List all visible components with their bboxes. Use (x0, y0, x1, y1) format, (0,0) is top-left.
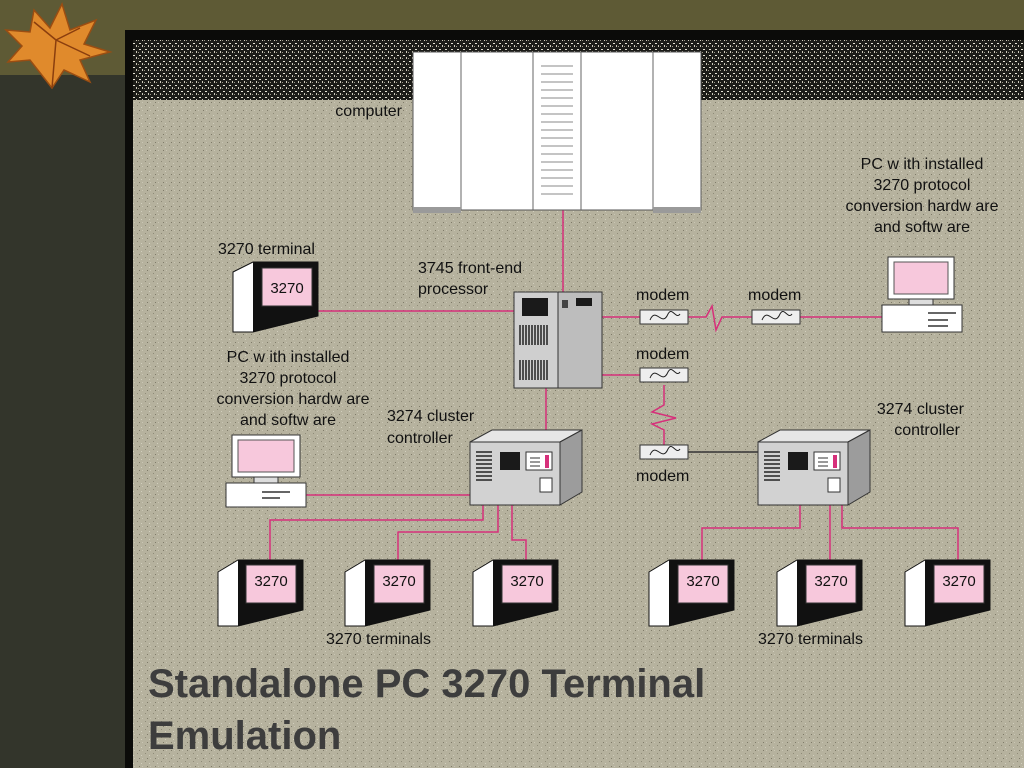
cluster-controller-left (469, 429, 583, 506)
modem-device-right (751, 309, 801, 325)
frontend-processor-label-line2: processor (418, 281, 489, 298)
mainframe-computer (412, 51, 702, 213)
pc-right-label-line3: conversion hardw are (845, 198, 999, 215)
modem-device-mid (639, 367, 689, 383)
terminal-bottom-3: 3270 (472, 559, 559, 627)
pc-left (225, 434, 307, 508)
pc-left-label-line3: conversion hardw are (216, 391, 370, 408)
pc-left-label-line4: and softw are (239, 412, 337, 429)
terminal-top: 3270 (232, 261, 319, 333)
cluster-left-label-line1: 3274 cluster (387, 408, 475, 425)
terminals-right-label: 3270 terminals (758, 631, 863, 648)
cluster-right-label-line1: 3274 cluster (876, 401, 964, 418)
slide-title: Standalone PC 3270 Terminal Emulation (148, 658, 705, 762)
pc-left-label-line1: PC w ith installed (226, 349, 350, 366)
pc-right-label-line4: and softw are (873, 219, 971, 236)
slide-title-line2: Emulation (148, 714, 342, 758)
modem-device-left (639, 309, 689, 325)
left-bar (0, 75, 125, 768)
frontend-processor-label-line1: 3745 front-end (418, 260, 523, 277)
slide-title-line1: Standalone PC 3270 Terminal (148, 662, 706, 706)
cluster-left-label-line2: controller (387, 430, 453, 447)
terminal-bottom-1: 3270 (217, 559, 304, 627)
terminal-bottom-1-screen-text: 3270 (254, 573, 287, 590)
terminal-bottom-2-screen-text: 3270 (382, 573, 415, 590)
terminal-bottom-6: 3270 (904, 559, 991, 627)
terminal-bottom-5-screen-text: 3270 (814, 573, 847, 590)
pc-right (881, 256, 963, 333)
terminals-left-label: 3270 terminals (326, 631, 431, 648)
pc-right-label-line2: 3270 protocol (873, 177, 971, 194)
terminal-bottom-6-screen-text: 3270 (942, 573, 975, 590)
terminal-bottom-5: 3270 (776, 559, 863, 627)
terminal-top-label: 3270 terminal (218, 241, 315, 258)
modem-bottom-label: modem (636, 468, 690, 485)
pc-right-label-line1: PC w ith installed (860, 156, 984, 173)
modem-mid-label: modem (636, 346, 690, 363)
cluster-right-label-line2: controller (894, 422, 960, 439)
terminal-bottom-3-screen-text: 3270 (510, 573, 543, 590)
terminal-top-screen-text: 3270 (270, 280, 303, 297)
front-end-processor (513, 291, 603, 389)
leaf-icon (4, 1, 113, 90)
modem-left-label: modem (636, 287, 690, 304)
cluster-controller-right (757, 429, 871, 506)
connections (269, 210, 959, 560)
computer-label: computer (335, 103, 402, 120)
terminal-bottom-2: 3270 (344, 559, 431, 627)
terminal-bottom-4: 3270 (648, 559, 735, 627)
pc-left-label-line2: 3270 protocol (239, 370, 337, 387)
modem-device-bottom (639, 444, 689, 460)
modem-right-label: modem (748, 287, 802, 304)
terminal-bottom-4-screen-text: 3270 (686, 573, 719, 590)
